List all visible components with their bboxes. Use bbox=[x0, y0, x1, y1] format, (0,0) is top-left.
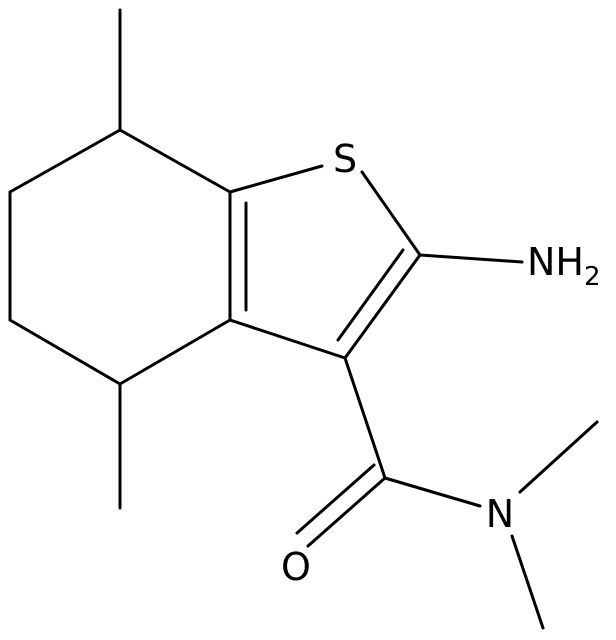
atom-carbonyl-oxygen-label: O bbox=[281, 545, 311, 589]
bond-c2-c3 bbox=[343, 253, 422, 360]
bond-s1-c2 bbox=[360, 170, 422, 257]
atom-amine-label: NH2 bbox=[527, 240, 601, 292]
bond-c2-c3-inner bbox=[336, 248, 405, 342]
bond-n-methyl-down bbox=[510, 534, 545, 630]
bond-n-methyl-up bbox=[518, 420, 599, 494]
bond-c7a-s1 bbox=[228, 164, 324, 194]
atom-sulfur-label: S bbox=[333, 137, 357, 181]
bond-carbonyl-n bbox=[383, 476, 482, 508]
bond-c3-c3a bbox=[228, 318, 347, 360]
amine-nh-text: NH bbox=[527, 240, 584, 284]
bond-c5-c4 bbox=[8, 318, 122, 386]
bond-c2-n bbox=[418, 253, 524, 264]
bond-c4-c3a bbox=[118, 318, 232, 386]
bond-c7-c7a bbox=[118, 128, 232, 194]
amine-subscript: 2 bbox=[584, 262, 601, 292]
atom-amide-nitrogen-label: N bbox=[486, 492, 514, 536]
bond-carbonyl-o-inner bbox=[295, 463, 376, 535]
bond-carbonyl-o bbox=[306, 476, 387, 548]
bond-c3-carbonyl bbox=[343, 356, 387, 480]
bond-c7-c6 bbox=[8, 128, 122, 194]
